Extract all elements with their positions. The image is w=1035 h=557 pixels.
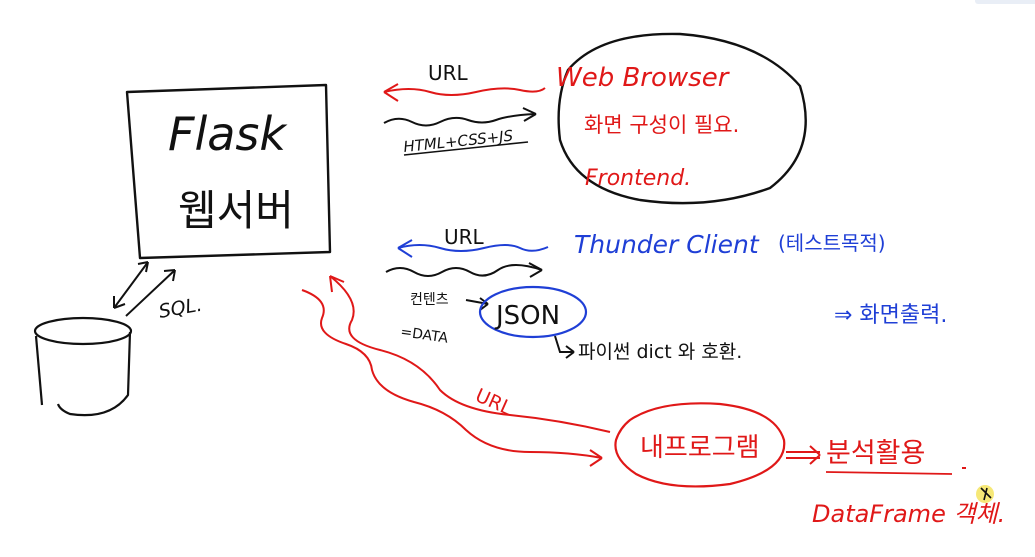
program-request-arrow (329, 275, 611, 433)
arrow-to-db (113, 261, 149, 309)
json-label: JSON (494, 301, 560, 331)
data-label: =DATA (399, 324, 449, 347)
top-edge-strip (975, 0, 1035, 4)
api-request-label: URL (444, 225, 485, 249)
usage-detail: DataFrame 객체. (812, 500, 1005, 528)
api-client-name: Thunder Client (574, 230, 760, 259)
program-response-arrow (301, 289, 603, 459)
pen-cursor-icon (976, 485, 994, 503)
browser-flow: URL HTML+CSS+JS Web Browser 화면 구성이 필요. F… (383, 32, 807, 205)
display-note: ⇒ 화면출력. (834, 303, 947, 328)
json-note: 파이썬 dict 와 호환. (578, 341, 742, 363)
json-note-pointer (554, 335, 574, 353)
server-box (125, 83, 332, 260)
browser-request-label: URL (428, 61, 469, 85)
browser-note: 화면 구성이 필요. (584, 113, 739, 137)
flask-server: Flask 웹서버 (125, 83, 332, 260)
browser-response-arrow (383, 113, 537, 127)
browser-role: Frontend. (585, 166, 691, 191)
browser-circle (557, 32, 807, 205)
program-ellipse (614, 402, 786, 488)
arrow-from-db (125, 269, 176, 317)
server-subtitle: 웹서버 (178, 186, 294, 235)
program-to-usage-arrow (786, 451, 820, 459)
sql-link: SQL. (113, 261, 204, 323)
database-cylinder (33, 316, 133, 417)
api-flow: URL Thunder Client (테스트목적) 컨텐츠 =DATA JSO… (385, 225, 947, 363)
program-name: 내프로그램 (640, 433, 760, 463)
sql-label: SQL. (157, 294, 204, 323)
usage-label: 분석활용 (826, 438, 925, 469)
api-request-arrow (397, 244, 549, 252)
browser-request-arrow (383, 87, 546, 96)
server-title: Flask (168, 107, 288, 161)
browser-name: Web Browser (556, 63, 731, 93)
content-label: 컨텐츠 (410, 292, 449, 308)
browser-response-label: HTML+CSS+JS (403, 127, 515, 156)
json-ellipse (478, 285, 588, 339)
api-response-arrow (385, 264, 543, 277)
api-client-note: (테스트목적) (778, 231, 886, 255)
